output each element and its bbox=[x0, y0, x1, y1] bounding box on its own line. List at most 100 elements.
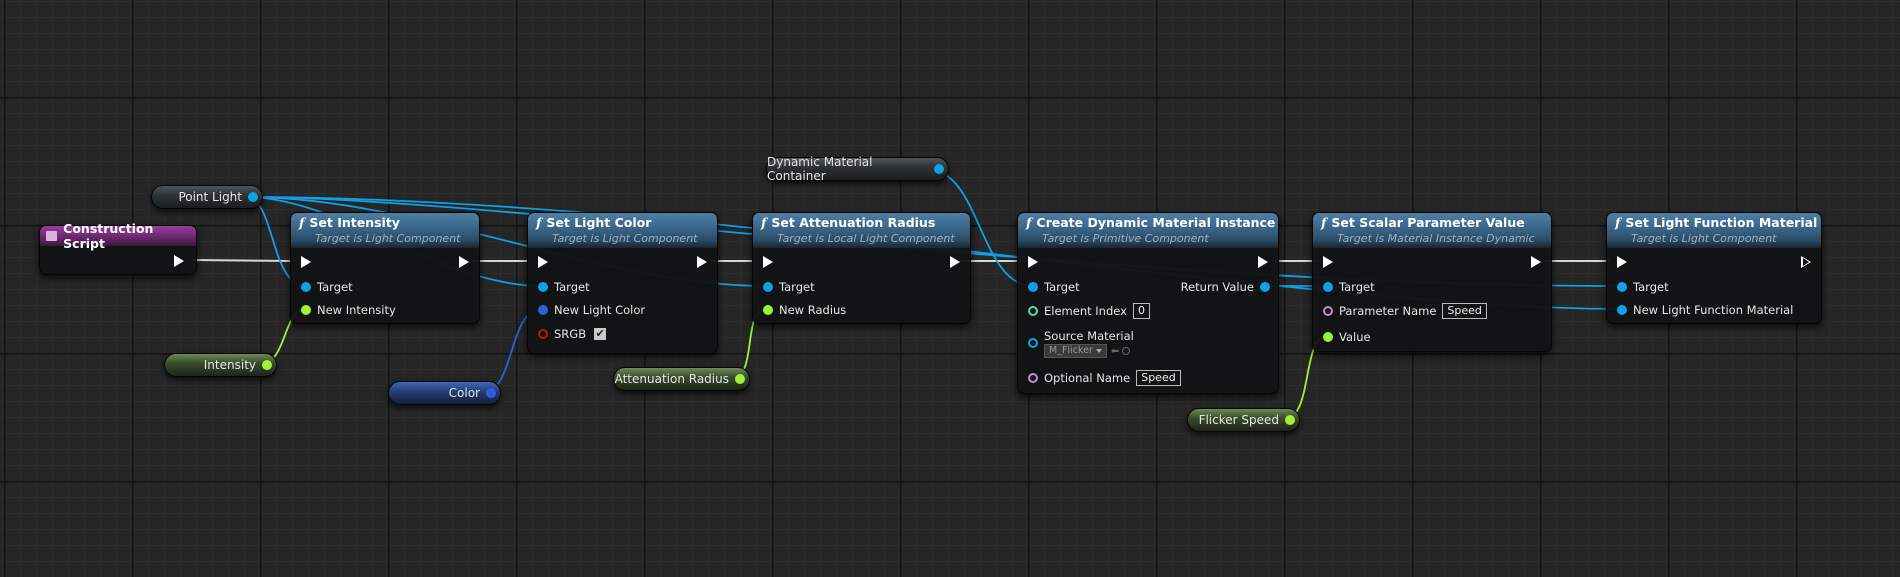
name-pin[interactable] bbox=[1028, 373, 1038, 383]
function-icon: f bbox=[1321, 215, 1327, 230]
float-pin[interactable] bbox=[301, 305, 311, 315]
name-pin[interactable] bbox=[1323, 306, 1333, 316]
node-title: Create Dynamic Material Instance bbox=[1036, 215, 1276, 230]
exec-out-pin[interactable] bbox=[697, 256, 707, 268]
float-pin[interactable] bbox=[262, 360, 272, 370]
target-pin-row[interactable]: Target bbox=[1617, 279, 1669, 295]
object-pin[interactable] bbox=[248, 192, 258, 202]
color-pin[interactable] bbox=[486, 388, 496, 398]
pin-label: Target bbox=[554, 280, 590, 294]
target-pin-row[interactable]: Target bbox=[301, 279, 353, 295]
function-icon: f bbox=[761, 215, 767, 230]
new-light-color-pin-row[interactable]: New Light Color bbox=[538, 302, 645, 318]
optional-name-pin-row[interactable]: Optional Name Speed bbox=[1028, 370, 1181, 386]
event-header: Construction Script bbox=[40, 221, 196, 251]
exec-out-pin[interactable] bbox=[1801, 256, 1811, 268]
exec-in-pin[interactable] bbox=[301, 256, 311, 268]
object-pin[interactable] bbox=[1617, 305, 1627, 315]
target-pin-row[interactable]: Target bbox=[538, 279, 590, 295]
pin-label: Parameter Name bbox=[1339, 304, 1437, 318]
exec-out-pin[interactable] bbox=[1258, 256, 1268, 268]
getter-label: Point Light bbox=[178, 190, 242, 204]
exec-out-pin[interactable] bbox=[459, 256, 469, 268]
flicker-speed-getter[interactable]: Flicker Speed bbox=[1187, 408, 1300, 432]
parameter-name-input[interactable]: Speed bbox=[1442, 303, 1487, 319]
node-subtitle: Target is Light Component bbox=[1631, 232, 1777, 245]
node-title: Set Attenuation Radius bbox=[771, 215, 936, 230]
int-pin[interactable] bbox=[1028, 306, 1038, 316]
return-value-pin-row[interactable]: Return Value bbox=[1181, 279, 1270, 295]
node-subtitle: Target is Primitive Component bbox=[1042, 232, 1209, 245]
target-pin[interactable] bbox=[1617, 282, 1627, 292]
float-pin[interactable] bbox=[735, 374, 745, 384]
new-light-function-material-pin-row[interactable]: New Light Function Material bbox=[1617, 302, 1793, 318]
srgb-checkbox[interactable]: ✔ bbox=[594, 327, 607, 340]
pin-label: Target bbox=[1339, 280, 1375, 294]
optional-name-input[interactable]: Speed bbox=[1136, 370, 1181, 386]
attenuation-radius-getter[interactable]: Attenuation Radius bbox=[613, 367, 750, 391]
object-pin[interactable] bbox=[1028, 338, 1038, 348]
target-pin[interactable] bbox=[1323, 282, 1333, 292]
exec-out-pin[interactable] bbox=[174, 255, 184, 267]
color-pin[interactable] bbox=[538, 305, 548, 315]
source-material-dropdown[interactable]: M_Flicker bbox=[1044, 344, 1107, 358]
function-icon: f bbox=[1026, 215, 1032, 230]
target-pin-row[interactable]: Target bbox=[1323, 279, 1375, 295]
create-dynamic-material-instance-node[interactable]: f Create Dynamic Material Instance Target… bbox=[1017, 212, 1279, 394]
pin-label: Return Value bbox=[1180, 280, 1254, 294]
element-index-pin-row[interactable]: Element Index 0 bbox=[1028, 303, 1150, 319]
function-icon: f bbox=[536, 215, 542, 230]
exec-out-pin[interactable] bbox=[1531, 256, 1541, 268]
exec-in-pin[interactable] bbox=[538, 256, 548, 268]
function-icon: f bbox=[1615, 215, 1621, 230]
parameter-name-pin-row[interactable]: Parameter Name Speed bbox=[1323, 303, 1487, 319]
getter-label: Intensity bbox=[203, 358, 256, 372]
exec-out-pin[interactable] bbox=[950, 256, 960, 268]
event-title: Construction Script bbox=[63, 221, 154, 251]
return-value-pin[interactable] bbox=[1260, 282, 1270, 292]
node-title: Set Intensity bbox=[309, 215, 400, 230]
exec-in-pin[interactable] bbox=[1617, 256, 1627, 268]
exec-in-pin[interactable] bbox=[1323, 256, 1333, 268]
use-selected-arrow-icon[interactable]: ⬅ bbox=[1110, 345, 1120, 357]
intensity-getter[interactable]: Intensity bbox=[164, 353, 277, 377]
target-pin-row[interactable]: Target bbox=[1028, 279, 1080, 295]
dropdown-value: M_Flicker bbox=[1049, 345, 1093, 356]
element-index-input[interactable]: 0 bbox=[1132, 303, 1150, 319]
function-icon: f bbox=[299, 215, 305, 230]
dynamic-material-container-getter[interactable]: Dynamic Material Container bbox=[766, 155, 949, 183]
source-material-pin-row[interactable]: Source Material M_Flicker ⬅ bbox=[1028, 329, 1134, 358]
target-pin[interactable] bbox=[763, 282, 773, 292]
target-pin[interactable] bbox=[538, 282, 548, 292]
chevron-down-icon bbox=[1095, 349, 1102, 353]
srgb-pin-row[interactable]: SRGB ✔ bbox=[538, 326, 607, 342]
pin-label: New Intensity bbox=[317, 303, 396, 317]
node-subtitle: Target is Local Light Component bbox=[777, 232, 955, 245]
float-pin[interactable] bbox=[763, 305, 773, 315]
target-pin-row[interactable]: Target bbox=[763, 279, 815, 295]
new-intensity-pin-row[interactable]: New Intensity bbox=[301, 302, 396, 318]
float-pin[interactable] bbox=[1285, 415, 1295, 425]
value-pin-row[interactable]: Value bbox=[1323, 329, 1371, 345]
set-attenuation-radius-node[interactable]: f Set Attenuation Radius Target is Local … bbox=[752, 212, 971, 324]
color-getter[interactable]: Color bbox=[388, 381, 501, 405]
float-pin[interactable] bbox=[1323, 332, 1333, 342]
object-pin[interactable] bbox=[934, 164, 944, 174]
point-light-getter[interactable]: Point Light bbox=[151, 185, 263, 209]
bool-pin[interactable] bbox=[538, 329, 548, 339]
new-radius-pin-row[interactable]: New Radius bbox=[763, 302, 846, 318]
exec-in-pin[interactable] bbox=[763, 256, 773, 268]
target-pin[interactable] bbox=[301, 282, 311, 292]
construction-script-node[interactable]: Construction Script bbox=[39, 221, 197, 275]
target-pin[interactable] bbox=[1028, 282, 1038, 292]
browse-search-icon[interactable] bbox=[1122, 347, 1131, 355]
exec-in-pin[interactable] bbox=[1028, 256, 1038, 268]
node-subtitle: Target is Material Instance Dynamic bbox=[1337, 232, 1535, 245]
